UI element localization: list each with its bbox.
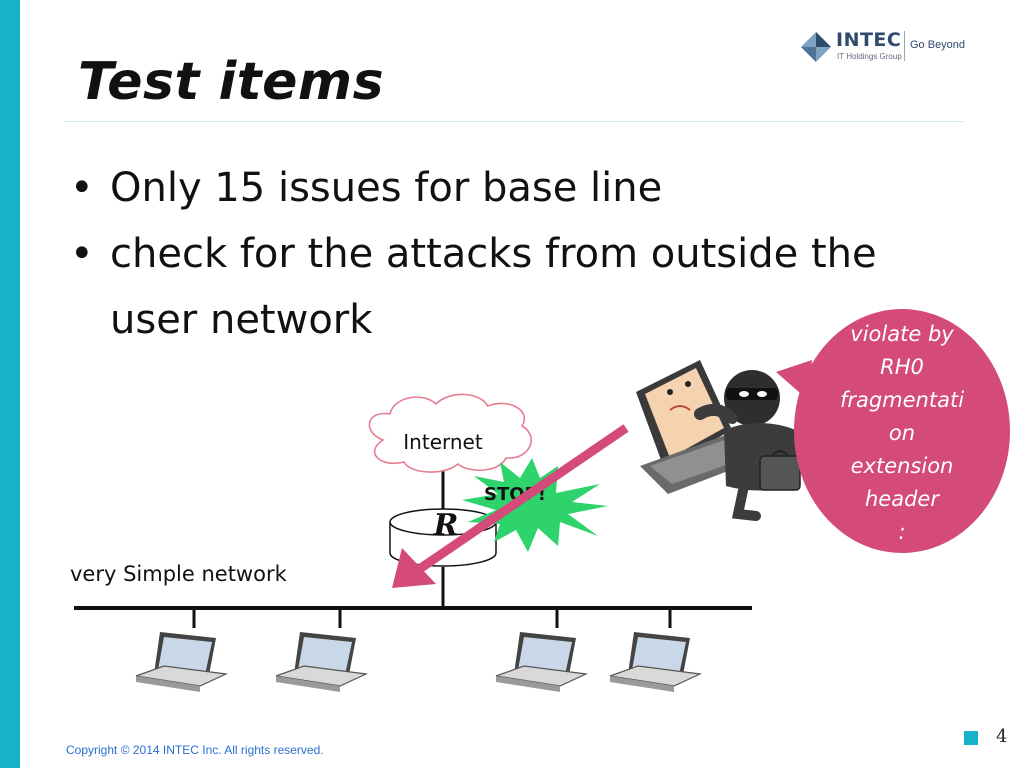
logo-separator <box>904 31 905 61</box>
bubble-line: fragmentati <box>840 388 964 412</box>
copyright-footer: Copyright © 2014 INTEC Inc. All rights r… <box>66 743 324 757</box>
laptop-icon <box>275 632 369 692</box>
bubble-line: RH0 <box>880 355 924 379</box>
bubble-line: violate by <box>850 322 954 346</box>
attacker-illustration <box>636 360 801 521</box>
slide-title: Test items <box>78 52 385 112</box>
internet-label: Internet <box>403 430 483 454</box>
laptop-icon <box>495 632 589 692</box>
logo-name: INTEC <box>836 29 902 51</box>
laptop-icon <box>609 632 703 692</box>
laptop-icon <box>135 632 229 692</box>
bubble-line: header <box>865 487 940 511</box>
network-label: very Simple network <box>70 562 288 586</box>
page-number: 4 <box>996 726 1008 747</box>
intec-diamond-icon <box>801 32 831 62</box>
speech-bubble: violate by RH0 fragmentati on extension … <box>776 309 1010 553</box>
accent-side-bar <box>0 0 20 768</box>
attack-arrow <box>392 424 629 588</box>
intec-logo: INTEC IT Holdings Group Go Beyond <box>800 27 970 67</box>
bullet-list: Only 15 issues for base line check for t… <box>70 155 940 353</box>
internet-cloud: Internet <box>368 393 532 473</box>
page-marker-square <box>964 731 978 745</box>
bubble-line: : <box>898 520 905 544</box>
logo-subtitle: IT Holdings Group <box>837 52 902 61</box>
bubble-line: on <box>889 421 915 445</box>
logo-tagline: Go Beyond <box>910 39 966 51</box>
router-label: R <box>433 508 459 543</box>
bubble-line: extension <box>851 454 954 478</box>
bullet-item: check for the attacks from outside the u… <box>70 221 940 353</box>
bullet-item: Only 15 issues for base line <box>70 155 940 221</box>
title-divider <box>64 121 964 122</box>
